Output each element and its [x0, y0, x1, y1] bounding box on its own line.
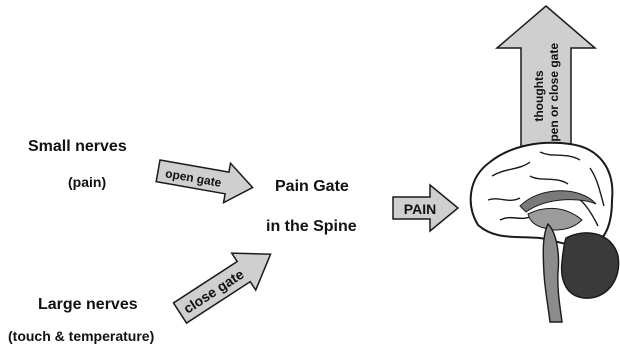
thoughts-label: thoughts	[532, 70, 546, 122]
thoughts-arrow: thoughts open or close gate	[497, 6, 595, 149]
brain-illustration	[471, 143, 619, 322]
open-gate-arrow: open gate	[155, 151, 256, 207]
close-gate-arrow: close gate	[168, 236, 283, 332]
open-or-close-gate-label: open or close gate	[547, 43, 561, 149]
pain-arrow: PAIN	[393, 185, 458, 231]
pain-label: PAIN	[404, 201, 436, 217]
